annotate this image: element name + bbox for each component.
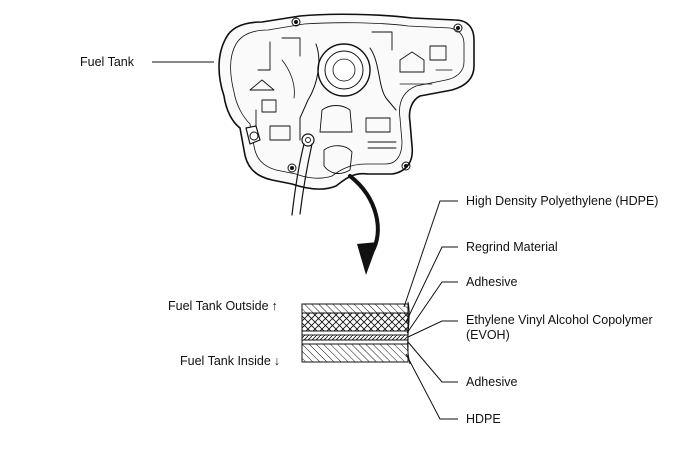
leader-hdpe-outer: [403, 200, 458, 308]
label-fuel-tank-inside: Fuel Tank Inside↓: [180, 354, 280, 369]
up-arrow-icon: ↑: [271, 299, 278, 313]
tank-outline: [218, 13, 475, 190]
outside-text: Fuel Tank Outside: [168, 299, 269, 313]
layer-evoh: [301, 334, 409, 341]
label-evoh: Ethylene Vinyl Alcohol Copolymer (EVOH): [466, 313, 653, 342]
fuel-hose: [291, 143, 305, 216]
label-regrind: Regrind Material: [466, 240, 558, 254]
inside-text: Fuel Tank Inside: [180, 354, 271, 368]
layer-adhesive-inner: [301, 339, 409, 345]
layer-adhesive-outer: [301, 330, 409, 336]
leader-adhesive-inner: [407, 341, 458, 383]
label-fuel-tank: Fuel Tank: [80, 55, 134, 69]
label-adhesive-inner: Adhesive: [466, 375, 518, 389]
down-arrow-icon: ↓: [273, 354, 281, 368]
layer-hdpe-outer: [301, 303, 409, 314]
label-adhesive-outer: Adhesive: [466, 275, 518, 289]
outlet-fitting: [301, 133, 315, 147]
leader-evoh: [407, 320, 458, 338]
leader-regrind: [405, 246, 458, 323]
layer-regrind: [301, 312, 409, 332]
label-fuel-tank-outside: Fuel Tank Outside↑: [168, 299, 278, 314]
leader-hdpe-inner: [405, 353, 458, 420]
layer-cross-section: [301, 301, 411, 365]
curved-arrow-icon: [348, 174, 380, 275]
label-hdpe-outer: High Density Polyethylene (HDPE): [466, 194, 659, 208]
leader-adhesive-outer: [406, 281, 458, 334]
layer-hdpe-inner: [301, 343, 409, 363]
fuel-tank-illustration: [218, 13, 475, 216]
pump-ring-icon: [317, 43, 371, 97]
label-hdpe-inner: HDPE: [466, 412, 501, 426]
callout-leaders: [403, 200, 458, 420]
